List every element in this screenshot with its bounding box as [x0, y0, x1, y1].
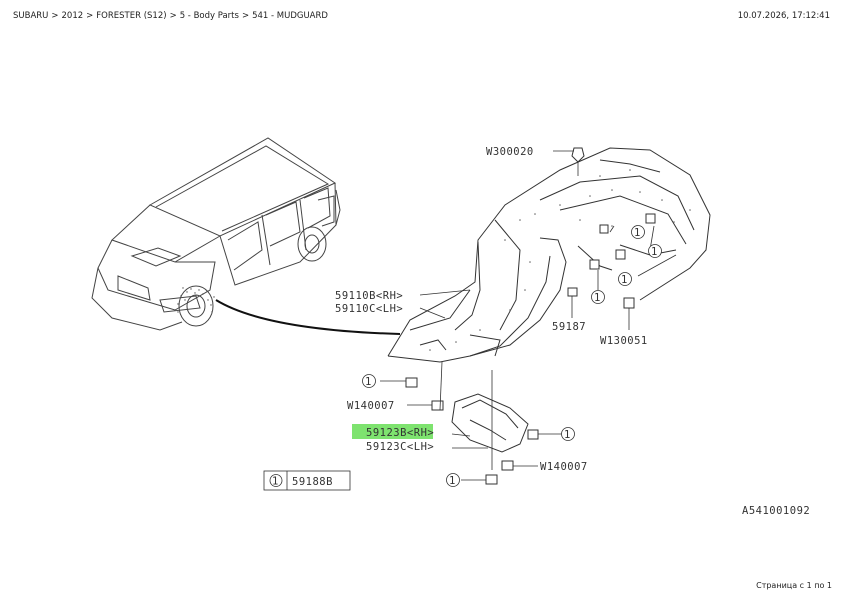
ref-marker-label: 1: [634, 227, 641, 239]
callout-w140007-left[interactable]: W140007: [347, 400, 395, 412]
wheel-arch-shading: [177, 287, 215, 313]
ref-marker-icon: [618, 272, 632, 286]
callout-59110b[interactable]: 59110B<RH>: [335, 290, 403, 302]
breadcrumb-group[interactable]: 5 - Body Parts: [179, 11, 239, 21]
callout-59123c[interactable]: 59123C<LH>: [366, 441, 434, 453]
ref-marker-icon: [561, 427, 575, 441]
breadcrumb-current: 541 - MUDGUARD: [252, 11, 328, 21]
ref-marker-icon: [446, 473, 460, 487]
legend-box: 1 59188B: [263, 470, 351, 491]
ref-marker-labels: 1 1 1 1 1 1 1: [365, 227, 658, 487]
ref-marker-label: 1: [365, 376, 372, 388]
ref-marker-label: 1: [651, 246, 658, 258]
mudguard-texture: [429, 169, 691, 351]
leader-lines: [380, 150, 677, 481]
callout-59110c[interactable]: 59110C<LH>: [335, 303, 403, 315]
ref-marker-label: 1: [594, 292, 601, 304]
breadcrumb-make[interactable]: SUBARU: [13, 11, 49, 21]
callout-59187[interactable]: 59187: [552, 321, 586, 333]
car-illustration: [91, 137, 341, 331]
ref-marker-label: 1: [449, 475, 456, 487]
breadcrumb-separator: >: [51, 11, 59, 21]
page-indicator: Страница с 1 по 1: [756, 581, 832, 590]
ref-marker-icon: [631, 225, 645, 239]
callout-59188b[interactable]: 59188B: [292, 476, 333, 488]
ref-marker-icon: [269, 474, 283, 487]
ref-marker-label: 1: [564, 429, 571, 441]
callout-w300020[interactable]: W300020: [486, 146, 534, 158]
selected-part-highlight: [352, 424, 433, 439]
breadcrumb-year[interactable]: 2012: [61, 11, 84, 21]
mud-flap: [451, 393, 529, 453]
timestamp: 10.07.2026, 17:12:41: [737, 11, 830, 21]
breadcrumb-separator: >: [241, 11, 250, 21]
ref-marker-icon: [648, 244, 662, 258]
ref-marker-icon: [362, 374, 376, 388]
callout-59123b[interactable]: 59123B<RH>: [366, 427, 434, 439]
ref-marker-label: 1: [621, 274, 628, 286]
breadcrumb-separator: >: [86, 11, 94, 21]
legend-ref-marker: 1: [272, 476, 279, 488]
breadcrumb: SUBARU>2012>FORESTER (S12)>5 - Body Part…: [13, 11, 328, 21]
ref-marker-icon: [591, 290, 605, 304]
breadcrumb-separator: >: [169, 11, 177, 21]
ref-marker-icons: [362, 225, 662, 487]
callout-w130051[interactable]: W130051: [600, 335, 648, 347]
clips: [405, 147, 656, 485]
diagram-code: A541001092: [742, 505, 810, 517]
connector-line: [215, 299, 401, 335]
breadcrumb-model[interactable]: FORESTER (S12): [96, 11, 167, 21]
callout-w140007-right[interactable]: W140007: [540, 461, 588, 473]
mudguard-liner: [387, 147, 711, 363]
